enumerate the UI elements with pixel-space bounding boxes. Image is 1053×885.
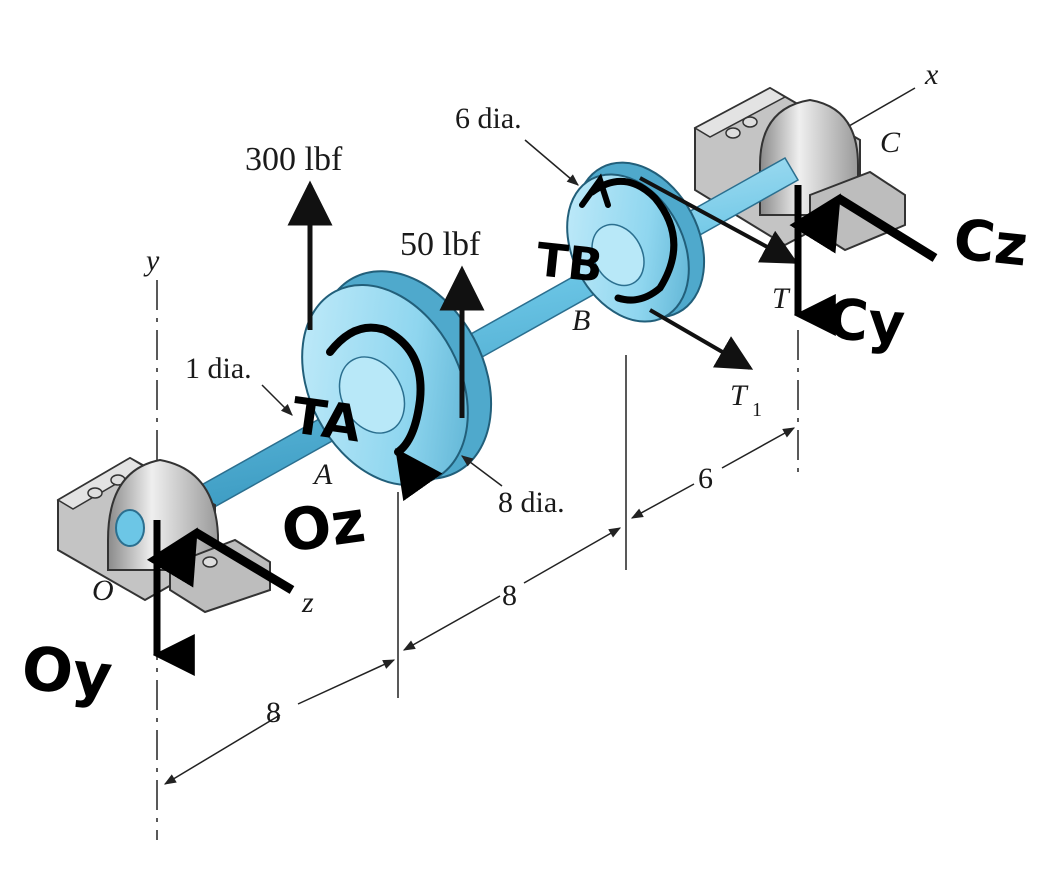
torque-b-label: TB	[534, 232, 606, 293]
x-axis-label: x	[924, 58, 939, 91]
y-axis-label: y	[143, 244, 160, 277]
dimension-ab	[402, 527, 622, 651]
force-oz-arrow	[146, 527, 295, 594]
tension-arrow-t1	[648, 308, 754, 370]
force-label-50: 50 lbf	[400, 226, 481, 263]
tension-arrow-t2	[639, 176, 799, 264]
torque-a-label: TA	[288, 386, 365, 453]
tension-label-t1-sub: 1	[752, 399, 762, 421]
force-cz-label: Cz	[951, 207, 1031, 279]
pulley-a-diameter-label: 8 dia.	[498, 486, 565, 519]
force-oz-label: Oz	[277, 487, 369, 566]
z-axis-label: z	[301, 586, 314, 619]
force-oy-label: Oy	[18, 633, 115, 712]
dimension-oa	[163, 659, 396, 785]
force-label-300: 300 lbf	[245, 141, 343, 178]
point-label-a: A	[312, 458, 333, 491]
dimension-label-bc: 6	[698, 462, 713, 495]
torque-b-arc	[588, 177, 678, 304]
pulley-a	[301, 270, 493, 486]
dimension-label-ab: 8	[502, 579, 517, 612]
dimension-bc	[630, 427, 796, 519]
point-label-c: C	[880, 126, 901, 159]
tension-label-t1: T	[730, 379, 749, 412]
point-label-b: B	[572, 304, 590, 337]
torque-b-arrowhead	[579, 173, 611, 208]
force-cz-arrow	[789, 193, 938, 262]
point-label-o: O	[92, 574, 114, 607]
shaft-diameter-leader	[261, 384, 293, 416]
pulley-b-diameter-label: 6 dia.	[455, 102, 522, 135]
torque-a-arc	[326, 323, 443, 502]
force-cy-label: Cy	[825, 287, 907, 357]
pulley-b-diameter-leader	[524, 139, 579, 186]
shaft-diameter-label: 1 dia.	[185, 352, 252, 385]
tension-label-t2: T	[772, 282, 791, 315]
pulley-a-diameter-leader	[461, 455, 503, 487]
dimension-label-oa: 8	[266, 696, 281, 729]
